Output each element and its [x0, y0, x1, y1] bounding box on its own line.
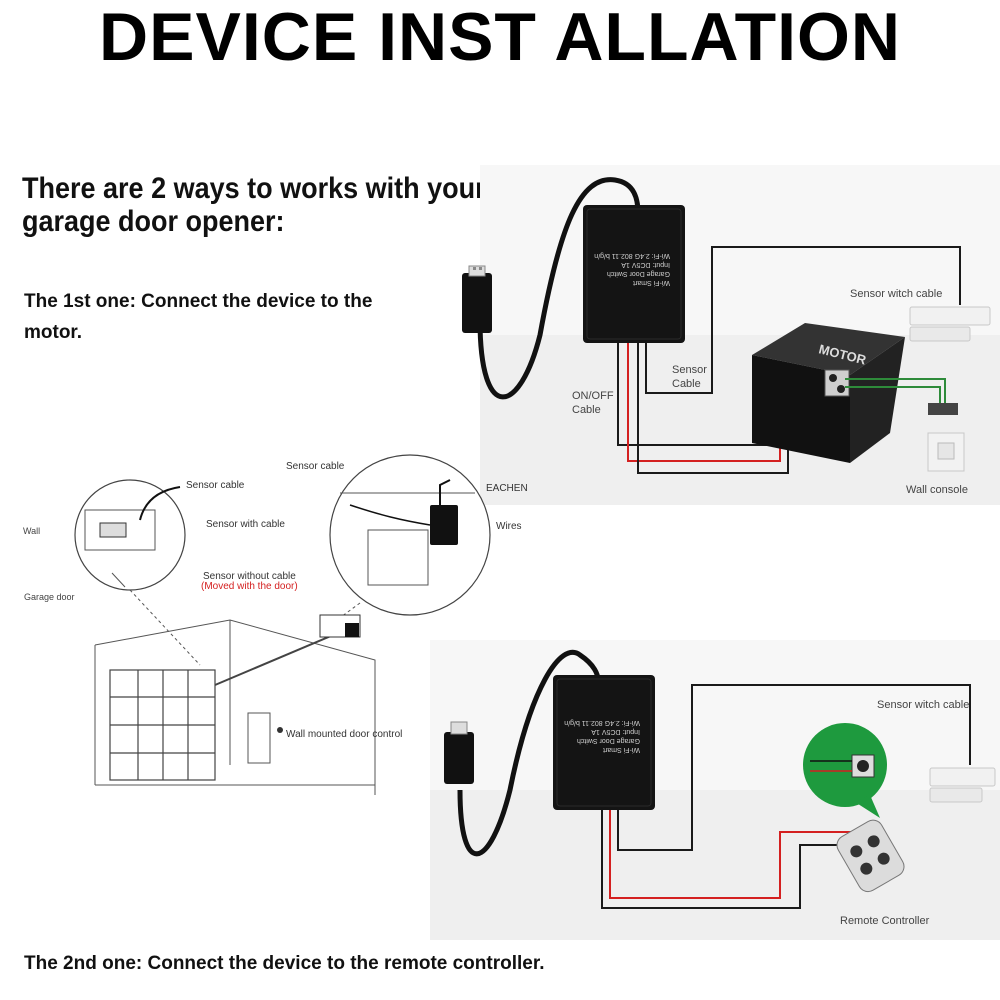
- usb-cable-2: [457, 650, 601, 857]
- remote-black-wire: [601, 810, 850, 909]
- remote-controller-icon: [836, 819, 905, 893]
- sensor-cable-right-label: Sensor cable: [286, 461, 345, 472]
- sensor-black-wire-2: [617, 684, 971, 851]
- remote-red-wire: [609, 810, 855, 899]
- wires-label: Wires: [496, 521, 522, 532]
- device2-label-line-2: Garage Door Switch: [577, 737, 640, 744]
- floor-background: [480, 335, 1000, 505]
- device-label-line-1: Wi-Fi Smart: [633, 279, 670, 286]
- wall-mounted-control-label: Wall mounted door control: [286, 729, 402, 740]
- intro-text: There are 2 ways to works with your gara…: [22, 172, 486, 238]
- left-detail-line: [111, 572, 126, 588]
- sensor-black-wire: [645, 246, 961, 394]
- sensor-cable-label-2: Cable: [672, 378, 701, 390]
- usb-plug-icon: [462, 265, 492, 333]
- sensor-witch-cable-label-2: Sensor witch cable: [877, 699, 969, 711]
- device2-label-line-1: Wi-Fi Smart: [603, 746, 640, 753]
- page-title: DEVICE INST ALLATION: [99, 0, 901, 75]
- door-sensor-icon-2: [929, 767, 996, 803]
- green-wire-2: [845, 386, 941, 405]
- green-wire-1: [845, 378, 946, 405]
- intro-line-1: There are 2 ways to works with your: [22, 172, 486, 205]
- wifi-switch-device: Wi-Fi Smart Garage Door Switch Input: DC…: [583, 205, 685, 343]
- way2-text: The 2nd one: Connect the device to the r…: [24, 953, 545, 974]
- floor-background-2: [430, 790, 1000, 940]
- door-sensor-icon: [909, 306, 991, 342]
- device-label-line-4: Wi-Fi: 2.4G 802.11 b/g/n: [594, 252, 670, 259]
- sensor-witch-cable-label: Sensor witch cable: [850, 288, 942, 300]
- button-zoom-bubble: [803, 723, 887, 818]
- sensor-cable-left-label: Sensor cable: [186, 480, 245, 491]
- opener-device-icon: [345, 623, 359, 637]
- garage-door-icon: [109, 669, 216, 781]
- onoff-cable-label-1: ON/OFF: [572, 390, 614, 402]
- garage-installation-sketch: Sensor cable Sensor with cable Wall Sens…: [23, 454, 528, 795]
- sensor-with-cable-label: Sensor with cable: [206, 519, 285, 530]
- wifi-switch-device-2: Wi-Fi Smart Garage Door Switch Input: DC…: [553, 675, 655, 810]
- wall-console-label: Wall console: [906, 484, 968, 496]
- eachen-label: EACHEN: [486, 483, 528, 494]
- left-sensor-cable: [139, 486, 181, 521]
- garage-room: [94, 619, 376, 795]
- right-sensor-cable: [349, 504, 431, 526]
- way1-line-2: motor.: [24, 322, 83, 343]
- wall-console-icon: [927, 403, 965, 472]
- wall-control-icon: [277, 727, 283, 733]
- moved-with-door-label: (Moved with the door): [201, 581, 298, 592]
- right-detail-circle: [329, 454, 491, 616]
- wall-label: Wall: [23, 526, 40, 536]
- left-detail-bracket: [84, 509, 156, 551]
- intro-line-2: garage door opener:: [22, 205, 285, 238]
- remote-controller-label: Remote Controller: [840, 915, 930, 927]
- left-detail-sensor: [99, 522, 127, 538]
- sensor-cable-label-1: Sensor: [672, 364, 707, 376]
- right-detail-device: [430, 505, 458, 545]
- motor-icon: MOTOR: [752, 323, 905, 463]
- onoff-cable-label-2: Cable: [572, 404, 601, 416]
- usb-cable: [477, 177, 641, 400]
- right-detail-usb: [439, 479, 451, 505]
- way1-line-1: The 1st one: Connect the device to the: [24, 291, 373, 312]
- way1-text: The 1st one: Connect the device to the m…: [24, 286, 372, 348]
- device-label-line-3: Input: DC5V 1A: [621, 261, 670, 268]
- device2-label-line-3: Input: DC5V 1A: [591, 728, 640, 735]
- opener-rail: [214, 629, 346, 686]
- right-detail-opener: [367, 529, 429, 586]
- motor-wiring-diagram: Wi-Fi Smart Garage Door Switch Input: DC…: [462, 165, 1000, 505]
- usb-plug-icon-2: [444, 721, 474, 784]
- sensor-without-cable-label: Sensor without cable: [203, 571, 296, 582]
- remote-wiring-diagram: Wi-Fi Smart Garage Door Switch Input: DC…: [430, 640, 1000, 940]
- left-detail-circle: [74, 479, 186, 591]
- garage-door-label: Garage door: [24, 592, 75, 602]
- device2-label-line-4: Wi-Fi: 2.4G 802.11 b/g/n: [564, 719, 640, 726]
- left-leader-line: [129, 589, 201, 666]
- device-label-line-2: Garage Door Switch: [607, 270, 670, 277]
